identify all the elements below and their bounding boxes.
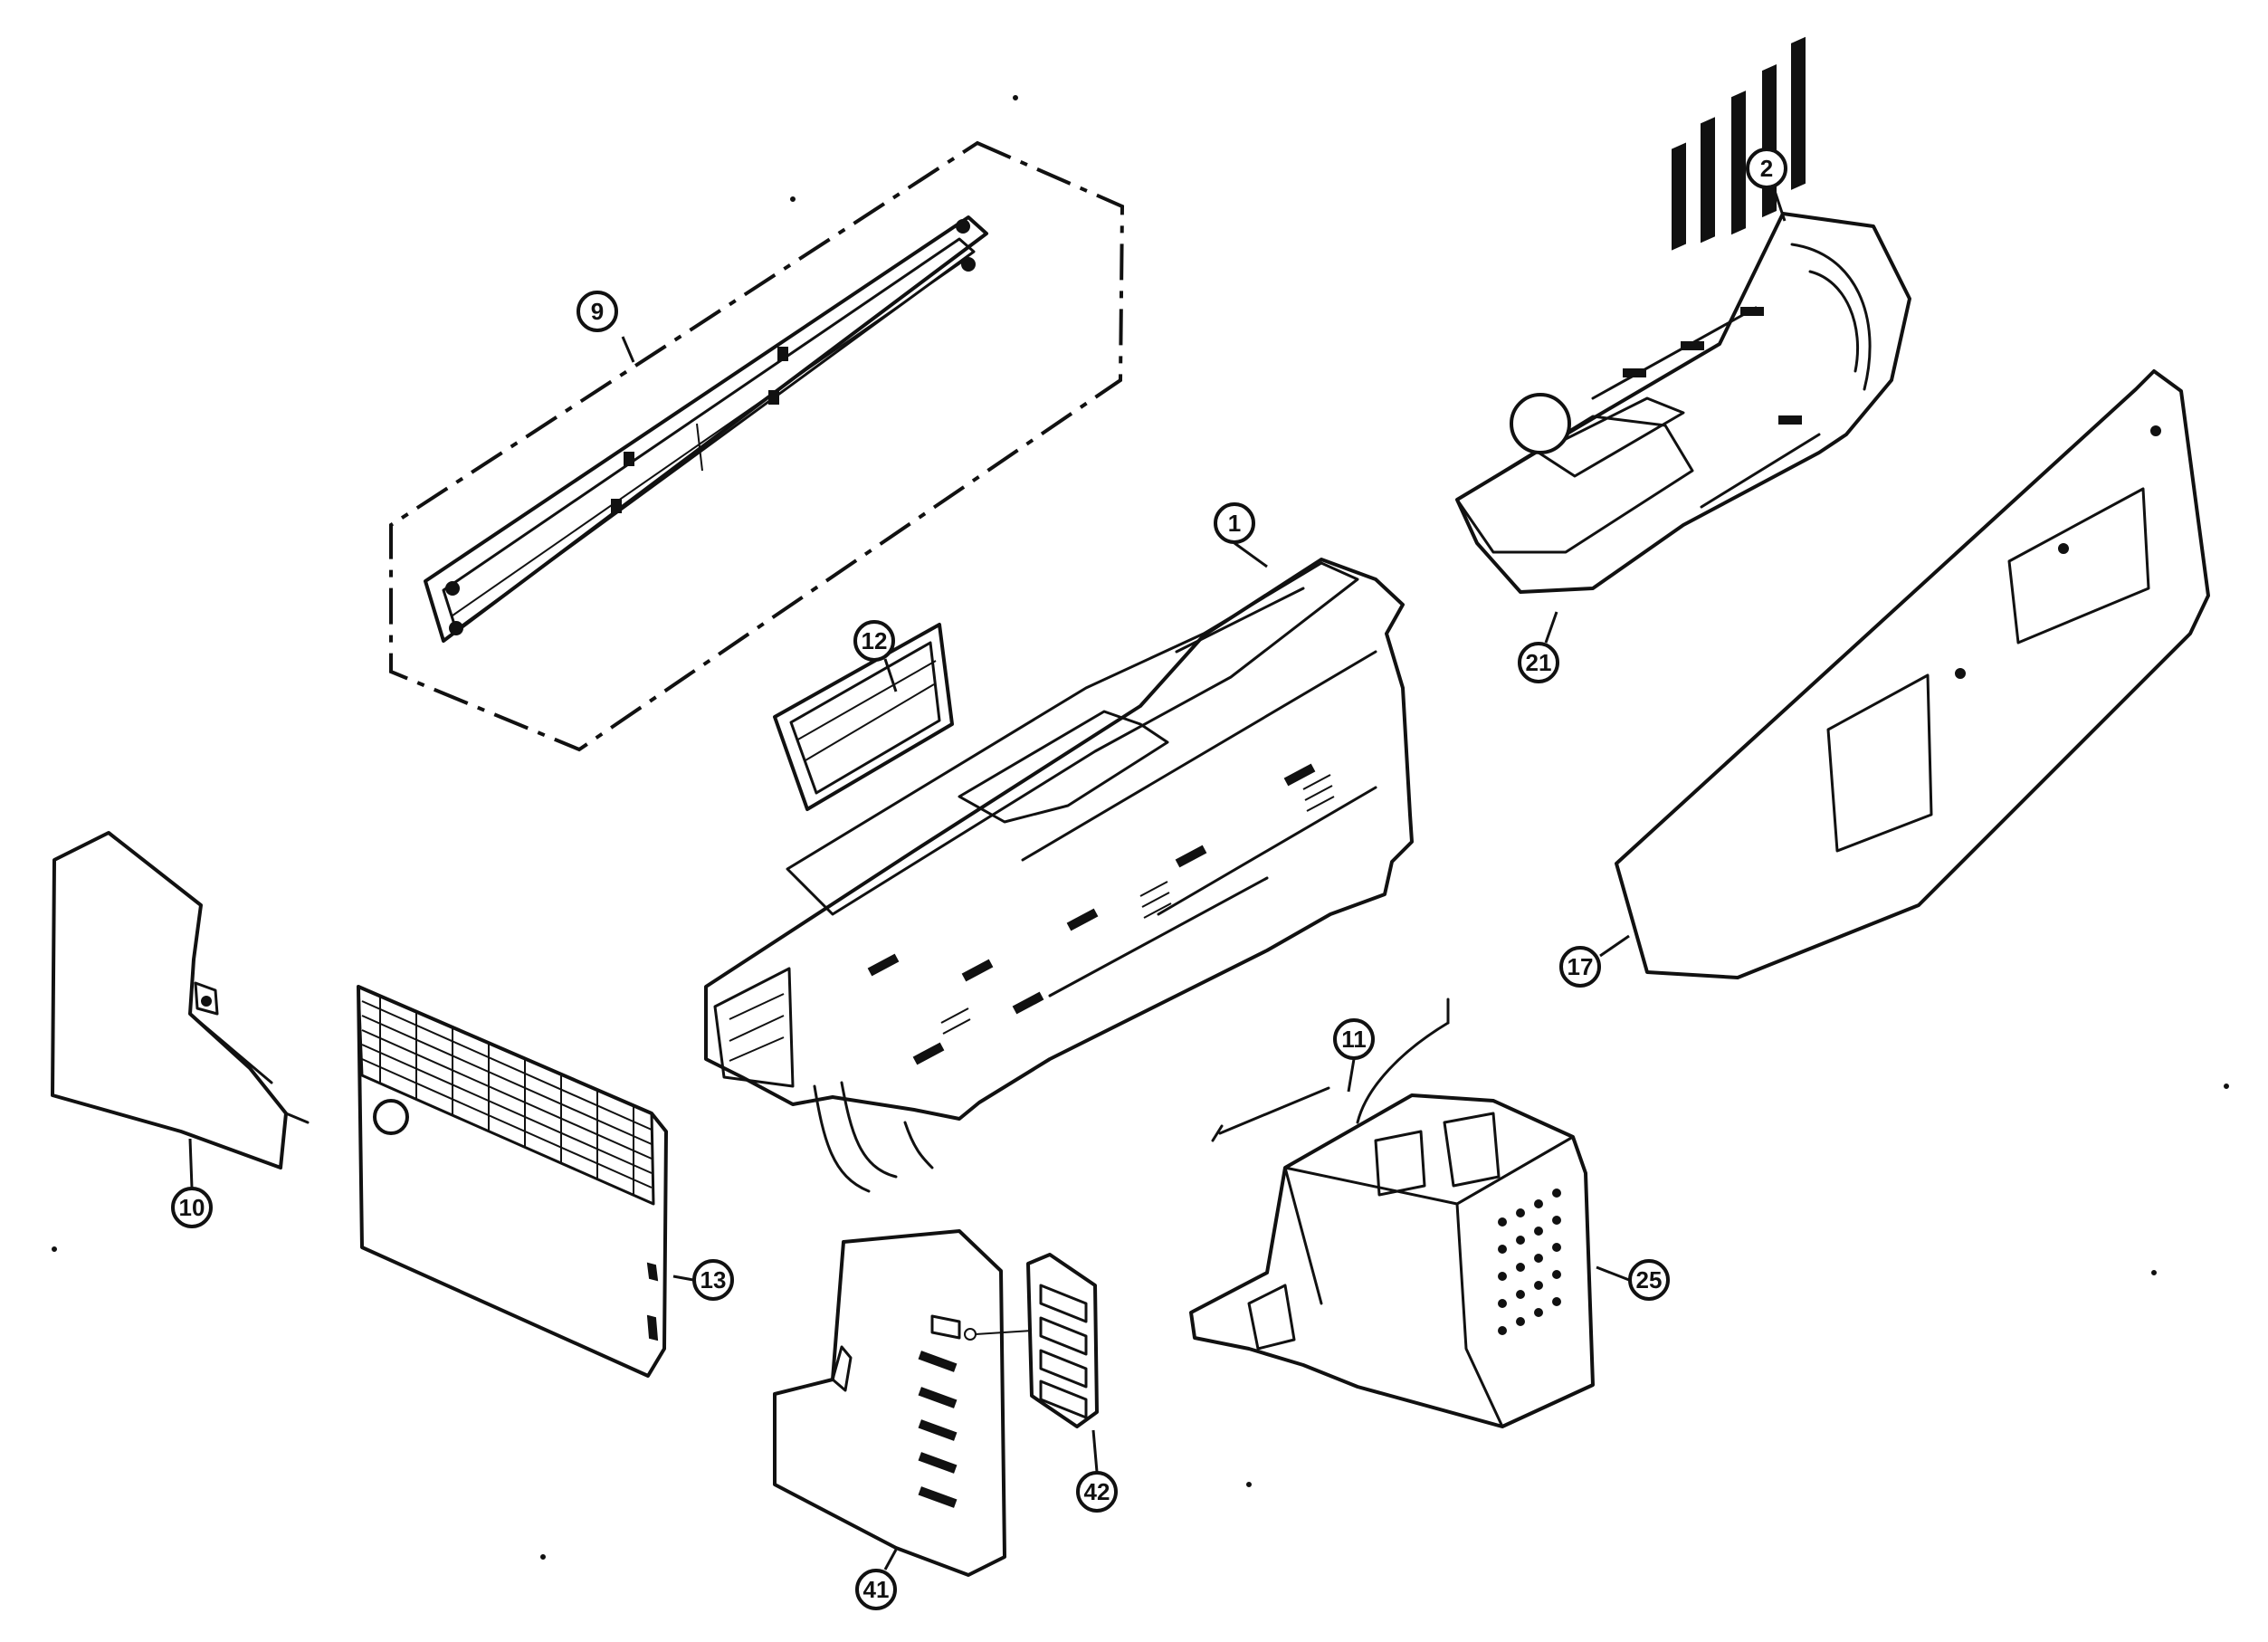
callout-21: 21 [1518, 642, 1559, 683]
part-lower-front-cover [773, 1229, 1033, 1577]
part-print-engine-assembly [1455, 212, 1911, 594]
callout-label: 42 [1084, 1478, 1110, 1505]
callout-2: 2 [1746, 148, 1787, 189]
part-left-side-cover [51, 831, 310, 1169]
callout-label: 41 [863, 1576, 890, 1603]
part-button-bracket [1026, 1253, 1099, 1428]
callout-label: 21 [1526, 649, 1552, 676]
callout-label: 9 [591, 298, 604, 325]
callout-10: 10 [171, 1187, 213, 1228]
callout-9: 9 [577, 291, 618, 332]
callout-17: 17 [1559, 946, 1601, 988]
part-main-chassis [704, 558, 1414, 1193]
part-cable-harness [1211, 998, 1450, 1142]
callout-42: 42 [1076, 1471, 1118, 1513]
callout-label: 11 [1341, 1026, 1367, 1053]
part-top-cover-panel [389, 140, 1125, 752]
callout-leaders [188, 187, 1787, 1570]
callout-12: 12 [853, 620, 895, 662]
callout-13: 13 [692, 1259, 734, 1301]
callout-label: 2 [1760, 155, 1773, 182]
callout-1: 1 [1214, 502, 1255, 544]
callout-41: 41 [855, 1569, 897, 1610]
callout-label: 25 [1636, 1266, 1663, 1294]
callout-label: 1 [1228, 510, 1241, 537]
callout-label: 13 [700, 1266, 727, 1294]
part-front-grille-panel [357, 985, 668, 1378]
callout-25: 25 [1628, 1259, 1670, 1301]
part-electronics-module [1189, 1093, 1595, 1428]
callout-11: 11 [1333, 1018, 1375, 1060]
part-rear-cover-panel [1615, 36, 2210, 979]
callout-label: 10 [179, 1194, 205, 1221]
callout-label: 12 [862, 627, 888, 654]
scan-specks [52, 95, 2229, 1560]
callout-label: 17 [1568, 953, 1594, 980]
